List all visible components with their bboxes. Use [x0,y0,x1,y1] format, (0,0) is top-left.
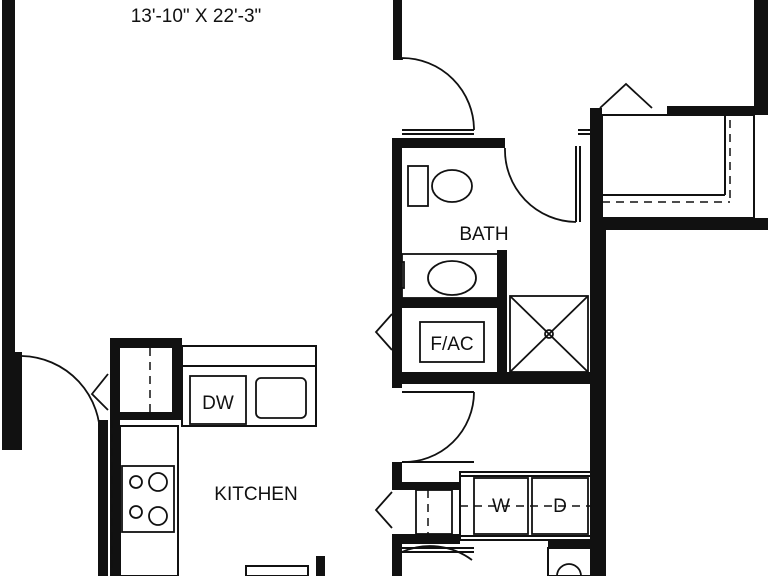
wall-laundry-left-low [392,534,402,576]
wall-closet-top [667,106,768,115]
wall-right-long [590,222,606,576]
fixture-label-washer: W [492,496,510,517]
wall-kitchen-left-lower [98,420,108,576]
bifold-closet [599,82,653,109]
wall-vanity-right [497,250,507,380]
lower-fixture-icon [556,563,582,576]
wall-top-right [754,0,768,112]
kitchen-fixtures [121,375,307,533]
wall-pantry-right [172,338,182,418]
range-icon [121,465,175,533]
wall-bath-top [392,138,505,148]
fixture-label-dw: DW [202,393,234,414]
shower-icon [509,295,589,373]
door-bath [504,147,577,223]
laundry-fixtures [415,477,589,576]
wall-pantry-bottom [110,412,182,420]
kitchen-sink-icon [255,377,307,419]
wall-pantry-top [110,338,182,348]
room-label-kitchen: KITCHEN [214,484,297,505]
door-lower [401,545,473,561]
room-label-bath: BATH [459,224,508,245]
door-bedroom [401,57,475,131]
wall-laundry-bottom [392,534,460,544]
fixture-label-dryer: D [553,496,567,517]
wall-vanity-fac [392,298,507,308]
wall-lower-right [548,540,592,548]
wall-laundry-top [392,462,402,482]
bifold-fac [374,313,393,351]
sink-bowl-icon [427,260,477,296]
fac-box [419,321,485,363]
wall-stub-lower [316,556,325,576]
vanity-counter [401,253,499,299]
door-swings [21,57,653,561]
bath-fixtures [397,165,589,373]
dashed-lines [111,120,731,576]
wall-entry-left [15,352,22,450]
fixture-label-fac: F/AC [430,334,473,355]
wall-bath-left [392,138,402,388]
bifold-pantry [90,373,109,411]
wall-pantry-left [110,338,120,576]
washer-box [473,477,529,535]
door-entry [21,355,101,441]
door-hall [401,391,475,463]
dryer-box [531,477,589,535]
toilet-tank-icon [407,165,429,207]
wall-laundry-left-top [392,482,460,490]
wall-bath-right [590,108,602,238]
wall-top-center [393,0,402,60]
wall-fac-bottom [392,372,606,384]
toilet-bowl-icon [431,169,473,203]
wall-left-upper [2,0,15,450]
dishwasher-box [189,375,247,425]
bifold-laundry [374,491,393,529]
wall-right-shelf [590,218,768,230]
dimensions-label: 13'-10" X 22'-3" [131,6,262,27]
